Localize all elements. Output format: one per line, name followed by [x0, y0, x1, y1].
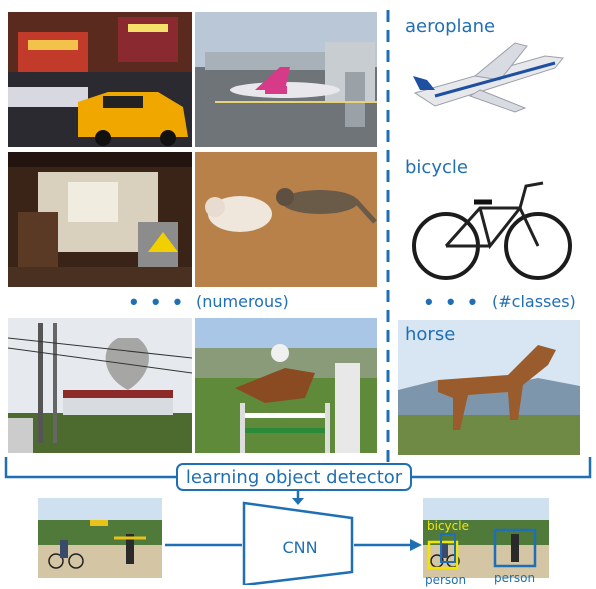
dataset-numerous-label: (numerous) — [196, 292, 289, 311]
detection-label-person-left: person — [425, 573, 467, 587]
class-image-bicycle — [408, 178, 578, 284]
photo-indoor-room — [8, 152, 192, 287]
classes-count-label: (#classes) — [492, 292, 576, 311]
detection-label-person-right: person — [494, 571, 536, 585]
classes-ellipsis: • • • — [425, 289, 481, 314]
dataset-ellipsis: • • • — [130, 289, 186, 314]
class-image-aeroplane — [405, 38, 570, 118]
dashed-separator — [386, 10, 390, 465]
class-label-bicycle: bicycle — [405, 157, 468, 178]
class-image-horse — [398, 320, 580, 455]
photo-airport-plane — [195, 12, 377, 147]
detection-label-bicycle: bicycle — [427, 519, 469, 533]
photo-horse-jump — [195, 318, 377, 453]
input-photo — [38, 498, 162, 578]
bracket-and-arrow — [4, 457, 592, 505]
learning-object-detector-box: learning object detector — [176, 463, 412, 491]
photo-city-street — [8, 12, 192, 147]
class-label-aeroplane: aeroplane — [405, 16, 496, 37]
output-photo — [423, 498, 549, 578]
cnn-pipeline-graphic — [165, 501, 422, 585]
photo-cats-floor — [195, 152, 377, 287]
photo-train-yard — [8, 318, 192, 453]
class-label-horse: horse — [405, 324, 456, 345]
cnn-label: CNN — [282, 538, 318, 557]
